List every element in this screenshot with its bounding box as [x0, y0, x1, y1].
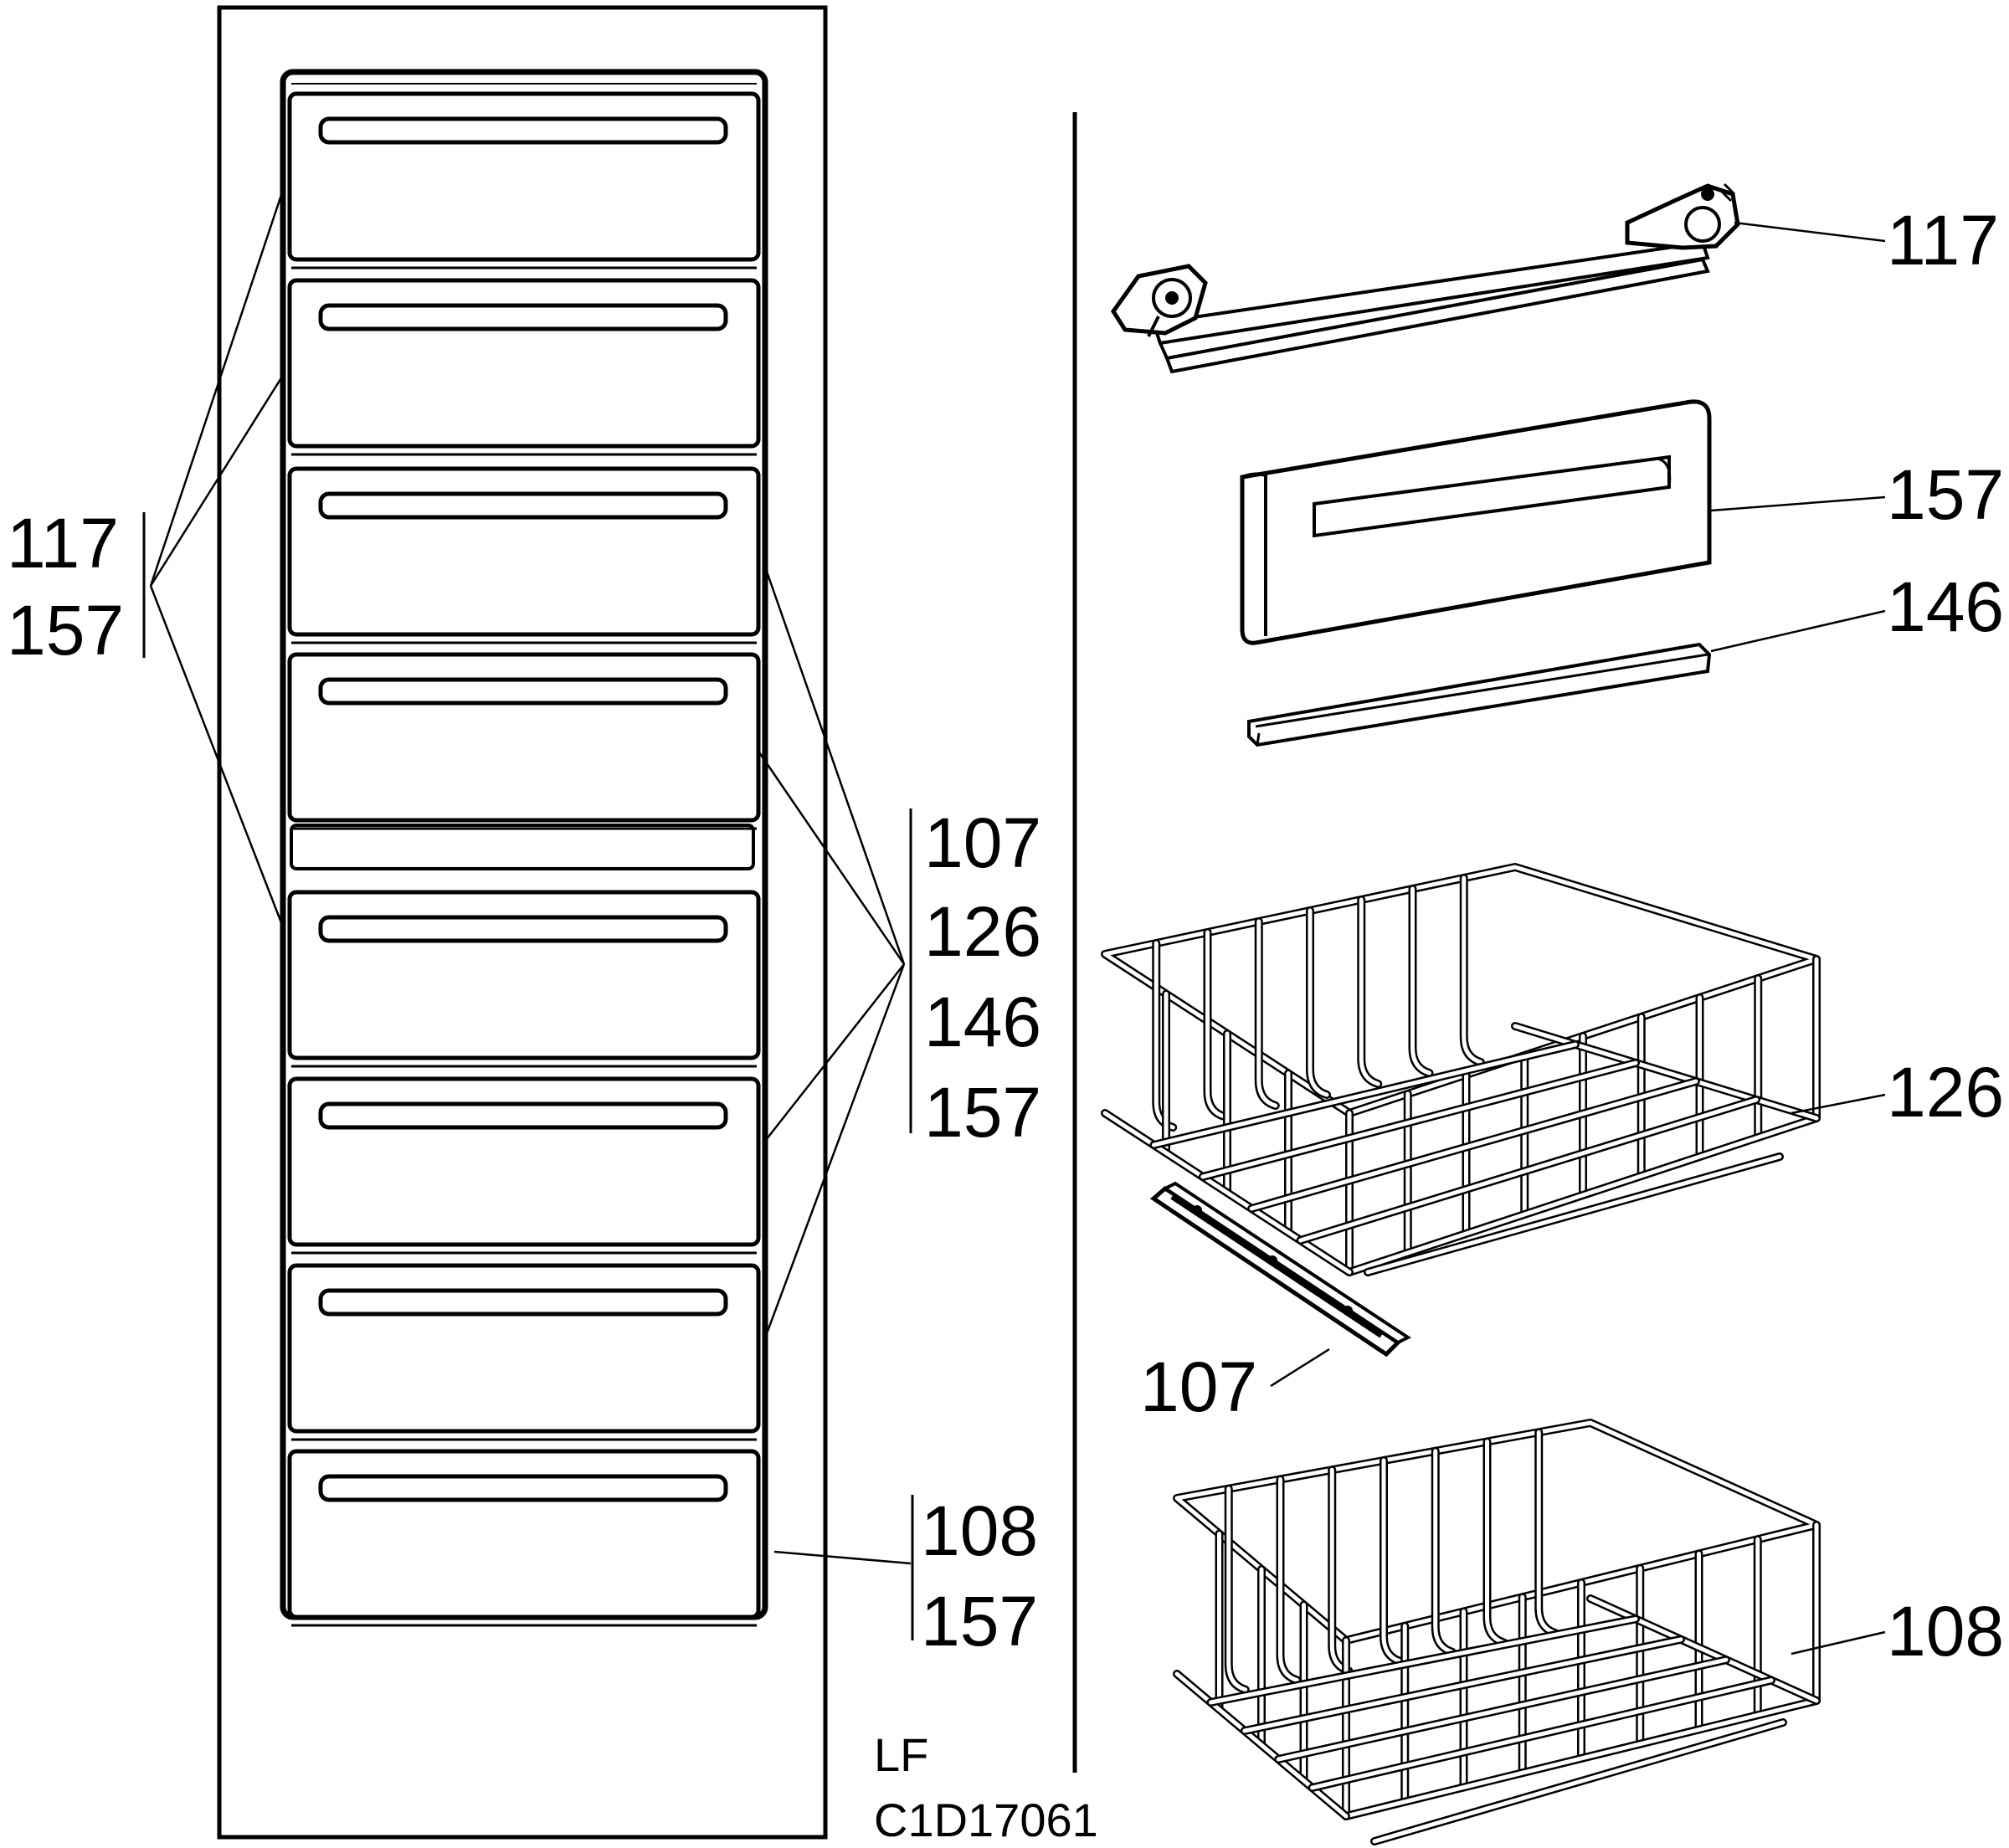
bottom-group-label-2: 157 [921, 1582, 1038, 1661]
part-label-146: 146 [1887, 567, 2004, 646]
cabinet-outline [217, 5, 828, 1840]
middle-group-label-4: 157 [924, 1073, 1041, 1152]
middle-group-leaders [756, 568, 912, 1337]
part-label-157: 157 [1887, 455, 2004, 534]
part-label-107: 107 [1140, 1348, 1257, 1426]
upper-wire-basket [1101, 863, 1821, 1276]
hanging-bar-part [1110, 182, 1740, 374]
lower-wire-basket [1173, 1419, 1821, 1845]
footer-code-line2: C1D17061 [874, 1794, 1098, 1846]
drawer-fronts [287, 91, 761, 1627]
part-label-108: 108 [1887, 1592, 2004, 1671]
bottom-group-leaders [773, 1495, 914, 1640]
bottom-group-label-1: 108 [921, 1491, 1038, 1570]
drawer-handle [318, 677, 728, 706]
middle-group-label-2: 126 [924, 892, 1041, 971]
trim-strip-part [1247, 642, 1712, 747]
drawer-handle [318, 1288, 728, 1317]
left-group-label-1: 117 [7, 504, 119, 583]
part-label-126: 126 [1887, 1053, 2004, 1132]
drawer-spacer-panel [290, 824, 755, 870]
drawer-handle [318, 1474, 728, 1502]
drawer-handle [318, 303, 728, 331]
drawer-handle [318, 116, 728, 145]
drawer-front-panel-part [1240, 399, 1712, 645]
drawer-handle [318, 1101, 728, 1130]
middle-group-label-1: 107 [924, 803, 1041, 882]
drawer-handle [318, 491, 728, 520]
left-group-label-2: 157 [7, 591, 124, 670]
middle-group-label-3: 146 [924, 983, 1041, 1061]
drawer-handle [318, 915, 728, 943]
slide-rail-part [1149, 1181, 1411, 1358]
left-group-leaders [142, 192, 284, 926]
footer-code-line1: LF [874, 1728, 928, 1781]
part-label-117: 117 [1887, 201, 1999, 280]
